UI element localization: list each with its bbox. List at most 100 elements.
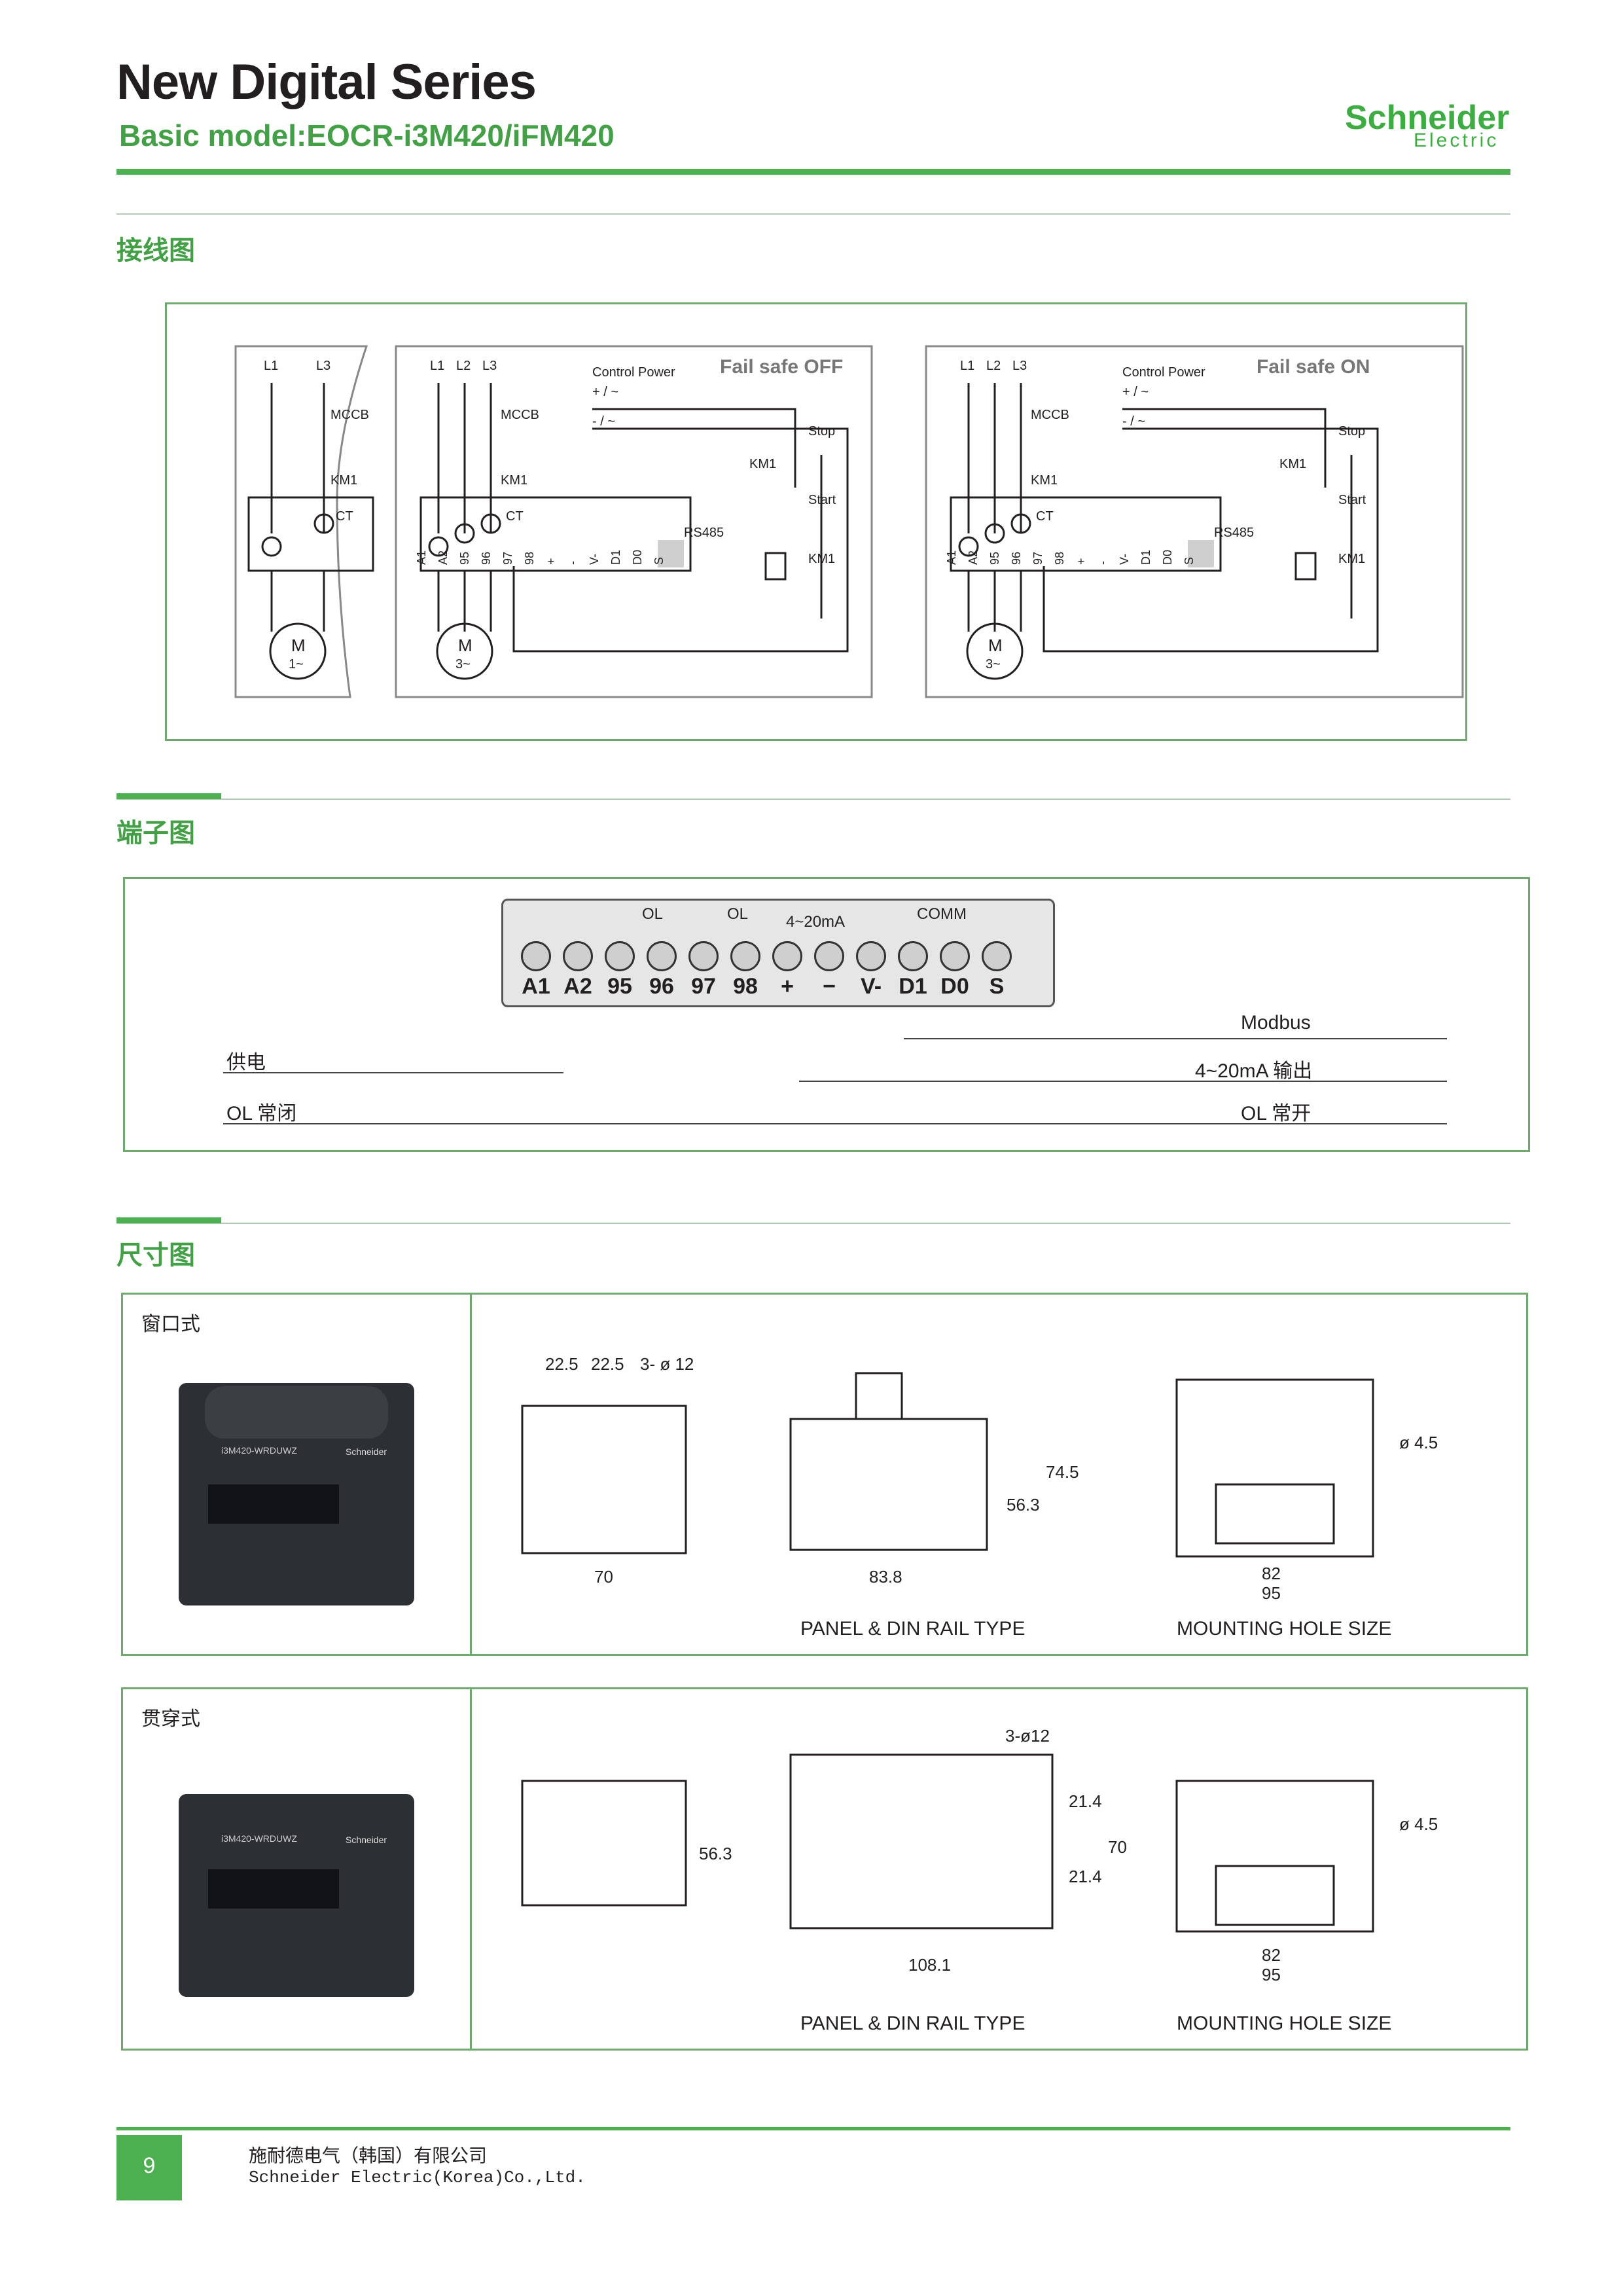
wiring-terminal-label: A1 — [415, 550, 428, 565]
label-stop: Stop — [1338, 424, 1365, 439]
label-ct: CT — [1036, 509, 1054, 524]
panel-divider — [470, 1689, 472, 2049]
dim-22-5: 22.5 — [591, 1354, 624, 1374]
dimension-through-frame: 贯穿式 i3M420-WRDUWZ Schneider 3-ø12 56.3 1… — [121, 1687, 1528, 2051]
wiring-terminal-label: - — [1096, 561, 1109, 565]
section-accent — [116, 1217, 221, 1223]
label-fail-safe-off: Fail safe OFF — [720, 356, 843, 378]
dimension-window-frame: 窗口式 i3M420-WRDUWZ Schneider 22.5 22.5 3-… — [121, 1293, 1528, 1656]
label-km1: KM1 — [501, 473, 527, 488]
dim-95: 95 — [1262, 1583, 1281, 1603]
section-title-terminal: 端子图 — [116, 819, 195, 848]
label-ol-nc: OL 常闭 — [226, 1103, 297, 1124]
wiring-terminal-label: A1 — [945, 550, 958, 565]
leader-line — [904, 1038, 1447, 1039]
dim-4-5: ø 4.5 — [1399, 1814, 1438, 1834]
label-l2: L2 — [986, 359, 1001, 373]
wiring-terminal-label: 96 — [1010, 552, 1023, 565]
wiring-terminal-label: D0 — [631, 550, 644, 565]
terminal-screw — [772, 941, 802, 971]
terminal-screw — [647, 941, 677, 971]
device-display — [208, 1869, 339, 1909]
label-km1: KM1 — [330, 473, 357, 488]
dim-56-3: 56.3 — [1007, 1495, 1040, 1515]
terminal-label: − — [823, 974, 836, 999]
section-divider — [116, 798, 1510, 800]
label-ol: OL — [642, 905, 664, 923]
label-window-type: 窗口式 — [141, 1314, 200, 1335]
label-rs485: RS485 — [1214, 526, 1254, 540]
caption-panel-din: PANEL & DIN RAIL TYPE — [800, 2013, 1025, 2034]
header-divider — [116, 169, 1510, 175]
page-number: 9 — [143, 2153, 156, 2178]
wiring-terminal-label: D1 — [1139, 550, 1152, 565]
label-l1: L1 — [264, 359, 278, 373]
wiring-terminal-label: A2 — [967, 550, 980, 565]
caption-mounting-hole: MOUNTING HOLE SIZE — [1177, 2013, 1391, 2034]
label-mccb: MCCB — [501, 408, 539, 422]
label-plus: + / ~ — [592, 385, 618, 399]
wiring-terminal-label: D1 — [609, 550, 622, 565]
page-number-box — [116, 2135, 182, 2200]
footer-company-cn: 施耐德电气（韩国）有限公司 — [249, 2145, 488, 2166]
leader-line — [223, 1072, 563, 1073]
wiring-terminal-label: 95 — [458, 552, 471, 565]
dim-82: 82 — [1262, 1564, 1281, 1583]
wiring-terminal-label: + — [1075, 558, 1088, 565]
dim-95: 95 — [1262, 1965, 1281, 1984]
terminal-screw — [898, 941, 928, 971]
wiring-diagram: L1 L3 MCCB KM1 CT M 1~ L1 L2 L3 MCCB KM1… — [234, 345, 1464, 698]
caption-mounting-hole: MOUNTING HOLE SIZE — [1177, 1618, 1391, 1640]
label-motor-sub: 1~ — [289, 657, 304, 672]
terminal-label: A1 — [522, 974, 550, 999]
section-divider — [116, 213, 1510, 215]
dimension-drawing-through: 3-ø12 56.3 108.1 21.4 21.4 70 82 95 ø 4.… — [521, 1726, 1438, 2034]
wiring-terminal-label: A2 — [437, 550, 450, 565]
leader-line — [799, 1081, 1447, 1082]
caption-panel-din: PANEL & DIN RAIL TYPE — [800, 1618, 1025, 1640]
label-km1: KM1 — [808, 552, 835, 566]
wiring-terminal-label: - — [566, 561, 579, 565]
wiring-terminal-label: D0 — [1161, 550, 1174, 565]
device-model-text: i3M420-WRDUWZ — [221, 1833, 297, 1844]
wiring-diagram-frame: L1 L3 MCCB KM1 CT M 1~ L1 L2 L3 MCCB KM1… — [165, 302, 1467, 741]
terminal-screw — [605, 941, 635, 971]
terminal-screw — [940, 941, 970, 971]
dim-108-1: 108.1 — [908, 1955, 951, 1975]
label-start: Start — [808, 493, 836, 507]
terminal-screw — [730, 941, 760, 971]
terminal-label: 96 — [649, 974, 674, 999]
label-motor-sub: 3~ — [455, 657, 471, 672]
wiring-terminal-label: 97 — [501, 552, 514, 565]
terminal-label: D1 — [899, 974, 927, 999]
label-km1: KM1 — [1338, 552, 1365, 566]
wiring-terminal-label: V- — [1118, 554, 1131, 565]
terminal-label: S — [989, 974, 1005, 999]
label-4-20ma-output: 4~20mA 输出 — [1195, 1060, 1313, 1082]
label-l3: L3 — [482, 359, 497, 373]
terminal-label: D0 — [940, 974, 969, 999]
panel-divider — [470, 1295, 472, 1654]
wiring-terminal-label: + — [544, 558, 558, 565]
label-l3: L3 — [316, 359, 330, 373]
label-fail-safe-on: Fail safe ON — [1257, 356, 1370, 378]
terminal-screw — [688, 941, 719, 971]
section-title-dimension: 尺寸图 — [116, 1241, 195, 1270]
terminal-screw — [563, 941, 593, 971]
label-stop: Stop — [808, 424, 835, 439]
device-ct-holes — [205, 1386, 388, 1439]
dim-21-4: 21.4 — [1069, 1791, 1102, 1811]
dim-22-5: 22.5 — [545, 1354, 579, 1374]
footer-company-en: Schneider Electric(Korea)Co.,Ltd. — [249, 2168, 586, 2187]
label-motor-sub: 3~ — [986, 657, 1001, 672]
terminal-label: V- — [860, 974, 882, 999]
label-through-type: 贯穿式 — [141, 1708, 200, 1730]
wiring-terminal-label: S — [1183, 557, 1196, 565]
dim-83-8: 83.8 — [869, 1567, 902, 1587]
leader-line — [223, 1123, 740, 1124]
label-mccb: MCCB — [1031, 408, 1069, 422]
terminal-label: 98 — [733, 974, 758, 999]
label-modbus: Modbus — [1241, 1012, 1311, 1033]
footer-divider — [116, 2127, 1510, 2130]
